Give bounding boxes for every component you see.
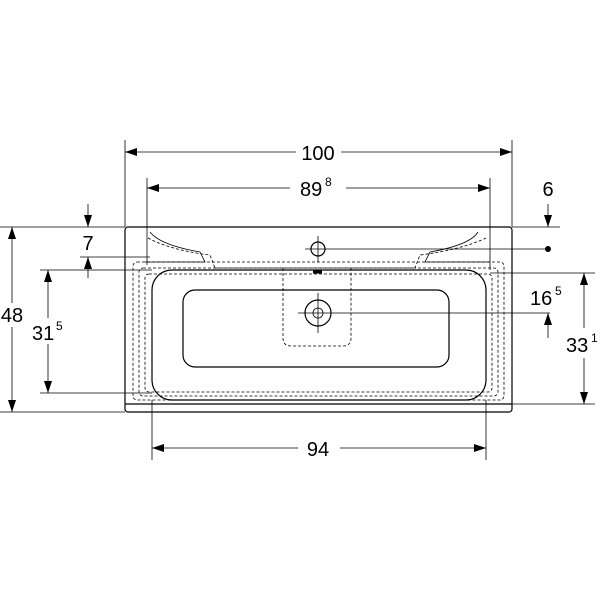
dim-overall-width-label: 100 [301, 143, 334, 165]
dim-tap-hole-right-label: 6 [542, 179, 553, 201]
dim-bottom-width-label: 94 [307, 439, 329, 461]
dim-drain-offset-label: 16 [530, 288, 552, 310]
bowl-inner [182, 289, 450, 368]
shelf-contour-right [424, 231, 490, 263]
basin-body [124, 226, 550, 413]
hidden-cabinet-outline-3 [144, 273, 493, 393]
dim-right-depth-sup: 1 [591, 331, 598, 345]
dim-right-depth-label: 33 [566, 335, 588, 357]
dim-drain-offset-sup: 5 [555, 284, 562, 298]
dim-drain-offset: 16 5 [530, 284, 562, 338]
dim-overall-width: 100 [125, 143, 512, 165]
dim-bottom-width: 94 [152, 439, 486, 461]
dim-tap-hole-offset-label: 7 [82, 233, 93, 255]
drain-recess [282, 268, 352, 347]
dim-right-depth: 33 1 [566, 273, 598, 404]
hidden-cabinet-outline [132, 261, 505, 401]
dim-inner-width-label: 89 [300, 179, 322, 201]
shelf-dashed-left [147, 237, 216, 269]
hidden-cabinet-outline-inner [138, 267, 499, 397]
shelf-dashed-right [414, 237, 487, 269]
dim-inner-depth: 31 5 [32, 270, 63, 393]
bowl-rim [151, 269, 487, 401]
dim-tap-hole-right: 6 [542, 179, 554, 252]
dim-overall-depth-label: 48 [1, 305, 23, 327]
shelf-contour-left [145, 231, 206, 263]
dim-inner-width-sup: 8 [325, 175, 332, 189]
tap-hole-center-mark [545, 246, 551, 252]
basin-outer-outline [124, 226, 513, 413]
dim-inner-depth-label: 31 [32, 323, 54, 345]
dim-inner-width: 89 8 [147, 175, 490, 201]
dim-inner-depth-sup: 5 [56, 319, 63, 333]
dim-tap-hole-offset: 7 [82, 204, 94, 278]
dim-overall-depth: 48 [1, 227, 23, 412]
extension-lines [0, 140, 595, 460]
